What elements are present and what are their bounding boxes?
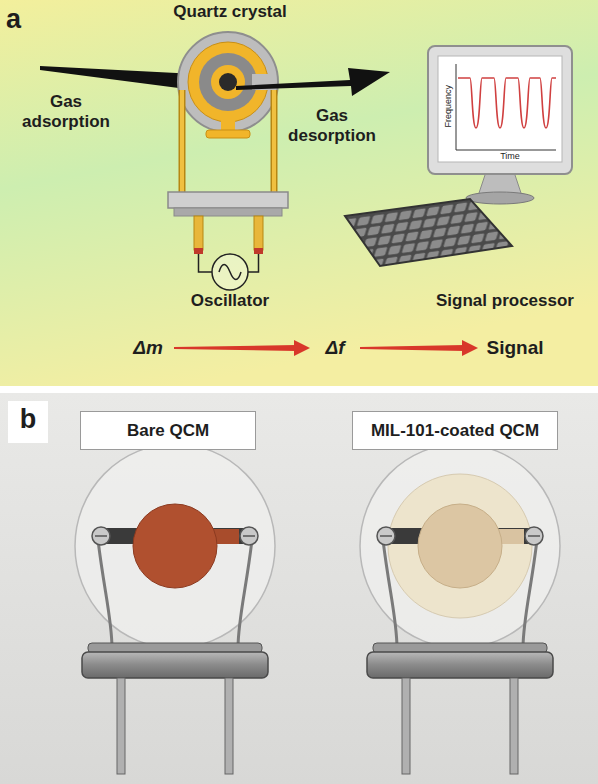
lead-wire — [271, 90, 278, 194]
flow-arrow — [174, 345, 296, 351]
mil101-coating — [388, 474, 532, 618]
electrode-gap — [199, 53, 257, 111]
pin — [254, 216, 263, 250]
oscillator-circuit — [199, 254, 259, 290]
pin — [117, 678, 125, 774]
holder-base — [174, 208, 282, 216]
circuit-wire — [248, 254, 259, 272]
part-name: Oscillator — [170, 291, 290, 311]
center-electrode — [211, 65, 245, 99]
node-text: Signal — [486, 338, 543, 358]
support-wire — [238, 540, 252, 648]
keyboard — [345, 199, 512, 266]
part-name: Signal processor — [420, 291, 590, 311]
panel-b-photo-background — [0, 393, 598, 784]
screw — [92, 527, 110, 545]
center-dot — [219, 73, 237, 91]
part-name: Quartz crystal — [150, 2, 310, 22]
node-text: MIL-101-coated QCM — [371, 421, 539, 441]
screw-slot — [243, 535, 255, 537]
label-box: MIL-101-coated QCM — [352, 411, 558, 450]
pin-tip — [194, 248, 203, 254]
crystal-holder — [168, 90, 288, 254]
screw — [525, 527, 543, 545]
crystal-disc — [178, 32, 278, 132]
screw-slot — [95, 535, 107, 537]
output-node: Signal — [478, 334, 552, 362]
oscillator-symbol — [212, 254, 248, 290]
node-text: Δf — [325, 338, 344, 358]
frequency-trace — [458, 78, 556, 128]
process-label: Gas adsorption — [14, 92, 118, 131]
pin — [402, 678, 410, 774]
screw-slot — [528, 535, 540, 537]
lead-wire — [180, 90, 184, 194]
pin-tip — [254, 248, 263, 254]
holder-bar — [168, 192, 288, 208]
quartz-disc — [75, 444, 275, 648]
copper-electrode — [133, 504, 217, 588]
quartz-disc — [360, 444, 560, 648]
screw-slot — [380, 535, 392, 537]
screw — [377, 527, 395, 545]
plot-axis — [456, 64, 457, 150]
sine-wave — [219, 265, 241, 280]
quantity-node: Δm — [122, 334, 174, 362]
axis-label: Frequency — [443, 68, 453, 144]
bare-qcm-device — [75, 444, 275, 774]
panel-letter: a — [6, 4, 36, 35]
desorption-arrow — [236, 68, 390, 96]
arrow-head — [462, 340, 478, 356]
quantity-node: Δf — [310, 334, 360, 362]
coated-electrode — [418, 504, 502, 588]
axis-label: Time — [490, 151, 530, 161]
panel-a-background — [0, 0, 598, 386]
circuit-wire — [199, 254, 213, 272]
screw — [240, 527, 258, 545]
computer — [345, 46, 572, 266]
process-label: Gas desorption — [280, 106, 384, 145]
metal-base — [367, 652, 553, 678]
support-wire — [98, 540, 112, 648]
monitor-foot — [466, 192, 534, 204]
monitor-body — [428, 46, 572, 174]
arrow-shaft — [174, 345, 296, 351]
metal-base — [82, 652, 268, 678]
panel-letter: b — [9, 404, 47, 435]
lead-wire — [272, 90, 276, 194]
monitor-screen — [438, 56, 562, 162]
flow-arrow — [360, 345, 464, 351]
electrode-foot — [206, 130, 250, 138]
node-text: Bare QCM — [127, 421, 209, 441]
panel-letter-box — [8, 401, 48, 443]
coated-qcm-device — [360, 444, 560, 774]
arrow-head — [294, 340, 310, 356]
plot-axis — [456, 150, 556, 151]
pin — [194, 216, 203, 250]
pin — [510, 678, 518, 774]
label-box: Bare QCM — [80, 411, 256, 450]
node-text: Δm — [133, 338, 163, 358]
lead-wire — [179, 90, 186, 194]
arrow-shaft — [360, 345, 464, 351]
pin — [225, 678, 233, 774]
